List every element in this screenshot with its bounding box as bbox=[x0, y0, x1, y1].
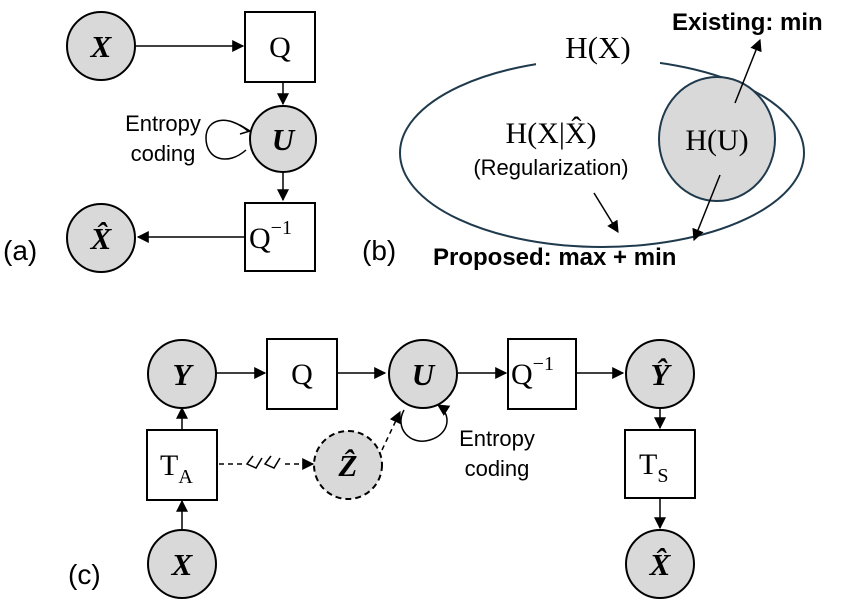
dequantizer-c-label: Q−1 bbox=[511, 353, 554, 391]
edge-zhat-to-u bbox=[381, 410, 401, 451]
edge-break-2 bbox=[263, 455, 281, 469]
quantizer-a bbox=[244, 11, 316, 83]
transform-ts-label: TS bbox=[639, 448, 668, 487]
edge-proposed-from-hxgiven bbox=[593, 192, 619, 234]
dequantizer-a bbox=[244, 202, 316, 272]
panel-b-label: (b) bbox=[362, 235, 396, 266]
node-yhat-c-label: Ŷ bbox=[651, 357, 673, 392]
panel-c: Y Q U Q−1 Ŷ TA Ẑ Entropy coding TS X X̂ … bbox=[68, 338, 696, 599]
inner-ellipse-hu bbox=[658, 76, 776, 202]
hx-given-label: H(X|X̂) bbox=[506, 116, 597, 150]
entropy-text-a-1: Entropy bbox=[125, 111, 201, 136]
edge-break-1 bbox=[245, 455, 263, 469]
entropy-text-c-1: Entropy bbox=[459, 426, 535, 451]
edge-existing bbox=[734, 38, 762, 104]
node-x-a-label: X bbox=[90, 29, 113, 64]
node-y-c bbox=[147, 339, 217, 409]
node-zhat-c bbox=[313, 430, 383, 500]
regularization-label: (Regularization) bbox=[473, 155, 628, 180]
node-yhat-c bbox=[625, 339, 695, 409]
proposed-label: Proposed: max + min bbox=[433, 244, 676, 271]
node-xhat-a-label: X̂ bbox=[90, 221, 113, 256]
transform-ta bbox=[146, 429, 218, 501]
hx-label: H(X) bbox=[565, 30, 630, 65]
panel-a: X Q U Entropy coding Q−1 X̂ (a) bbox=[3, 11, 317, 273]
dequantizer-a-label: Q−1 bbox=[249, 217, 292, 255]
quantizer-a-label: Q bbox=[269, 31, 291, 64]
node-x-a bbox=[66, 11, 136, 81]
node-xhat-c bbox=[625, 529, 695, 599]
hu-label: H(U) bbox=[685, 124, 748, 157]
node-u-a-label: U bbox=[272, 122, 296, 157]
node-x-c-label: X bbox=[171, 547, 194, 582]
quantizer-c-label: Q bbox=[291, 358, 313, 391]
node-xhat-a bbox=[66, 203, 136, 273]
entropy-text-c-2: coding bbox=[465, 456, 530, 481]
node-x-c bbox=[147, 529, 217, 599]
edge-proposed-from-hu bbox=[692, 174, 721, 242]
panel-c-label: (c) bbox=[68, 559, 101, 590]
panel-b: H(X) H(X|X̂) (Regularization) H(U) Exist… bbox=[362, 9, 823, 271]
panel-a-label: (a) bbox=[3, 235, 37, 266]
hx-label-background bbox=[536, 26, 660, 70]
node-xhat-c-label: X̂ bbox=[649, 547, 672, 582]
node-u-c bbox=[388, 339, 458, 409]
entropy-loop-a bbox=[205, 119, 249, 160]
existing-label: Existing: min bbox=[672, 9, 823, 36]
node-u-c-label: U bbox=[412, 357, 436, 392]
node-zhat-c-label: Ẑ bbox=[338, 448, 358, 483]
quantizer-c bbox=[266, 338, 338, 410]
entropy-loop-c bbox=[400, 404, 451, 442]
dequantizer-c bbox=[507, 338, 577, 410]
transform-ta-label: TA bbox=[160, 449, 193, 488]
transform-ts bbox=[624, 429, 696, 499]
node-y-c-label: Y bbox=[173, 357, 195, 392]
node-u-a bbox=[249, 105, 317, 173]
entropy-text-a-2: coding bbox=[131, 141, 196, 166]
